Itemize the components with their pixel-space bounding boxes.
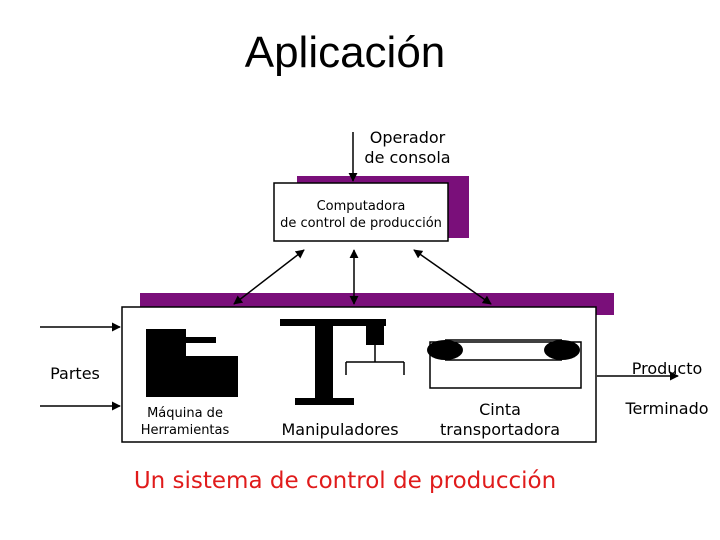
computer-label-line2: de control de producción <box>280 216 442 231</box>
output-label-line1: Producto <box>631 359 703 378</box>
computer-box <box>273 182 449 242</box>
machine-label-line1: Máquina de <box>147 406 223 421</box>
output-label-line2: Terminado <box>625 399 709 418</box>
conveyor-label-line1: Cinta <box>479 400 521 419</box>
conveyor-belt-icon <box>427 339 582 389</box>
operator-label-line1: Operador <box>369 128 446 147</box>
machine-tool-icon <box>146 329 238 397</box>
computer-label-line1: Computadora <box>316 199 406 214</box>
diagram-caption: Un sistema de control de producción <box>133 468 557 494</box>
output-label: Producto Terminado <box>614 349 720 429</box>
conveyor-label: Cinta transportadora <box>430 400 570 440</box>
page-title: Aplicación <box>244 28 446 77</box>
computer-label: Computadora de control de producción <box>276 198 446 232</box>
operator-label-line2: de consola <box>364 148 451 167</box>
arrow-computer-conveyor <box>413 249 492 305</box>
manipulators-label: Manipuladores <box>281 420 399 439</box>
inputs-label: Partes <box>50 364 100 383</box>
conveyor-label-line2: transportadora <box>439 420 561 439</box>
manipulator-icon <box>280 319 405 405</box>
machine-label: Máquina de Herramientas <box>130 405 240 439</box>
arrow-computer-machine <box>233 249 305 305</box>
operator-label: Operador de consola <box>340 128 475 168</box>
machine-label-line2: Herramientas <box>140 423 230 438</box>
